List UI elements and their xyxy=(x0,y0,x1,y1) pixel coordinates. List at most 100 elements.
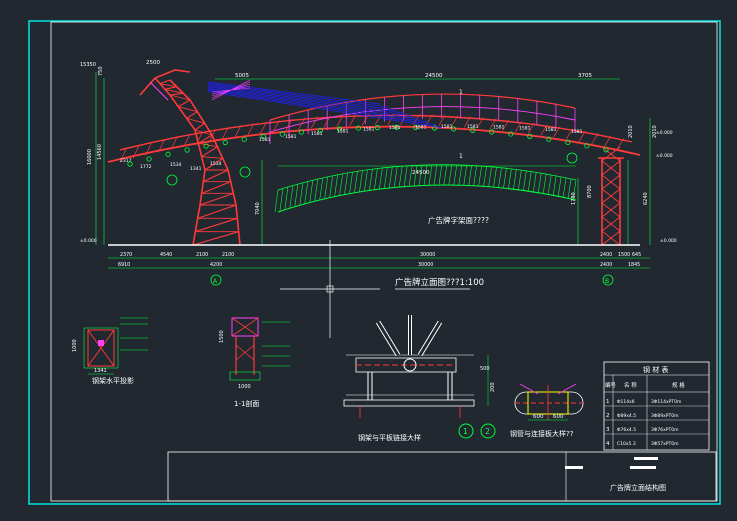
left-truss-web xyxy=(201,156,223,159)
hatch-stroke xyxy=(478,165,482,187)
hatch-stroke xyxy=(369,169,373,191)
joint-marker-2-text: 2 xyxy=(485,427,490,436)
left-truss-web xyxy=(197,204,237,219)
section-dim-1000: 1000 xyxy=(238,384,251,390)
hatch-stroke xyxy=(438,164,443,186)
left-truss-web xyxy=(164,86,177,90)
arc-web xyxy=(310,116,318,129)
arc-web xyxy=(616,138,624,150)
arc-web xyxy=(553,126,561,138)
left-truss-web xyxy=(204,157,223,171)
arc-web xyxy=(132,144,140,159)
arc-node xyxy=(603,147,609,153)
dim-text-750: 750 xyxy=(98,66,104,76)
arc-node xyxy=(184,147,190,153)
arc-web xyxy=(540,124,548,136)
hatch-stroke xyxy=(528,171,532,192)
main-elevation-title: 广告牌立面图???1:100 xyxy=(395,277,484,288)
joint-marker-1-text: 1 xyxy=(463,427,468,436)
main-arc-upper xyxy=(119,114,633,151)
dim-text-16000: 16000 xyxy=(87,149,93,165)
dim-segment-8: 1581 xyxy=(467,124,479,130)
arc-web xyxy=(604,135,612,147)
hatch-stroke xyxy=(498,167,502,188)
dim-text-6240: 6240 xyxy=(643,192,649,205)
hatch-stroke xyxy=(513,169,517,190)
arc-node xyxy=(260,133,266,140)
cable-line xyxy=(207,87,421,120)
arc-web xyxy=(489,118,497,130)
cable-tie xyxy=(211,79,251,101)
hatch-stroke xyxy=(453,164,458,186)
hatch-stroke xyxy=(408,165,413,187)
left-truss-web xyxy=(169,94,191,101)
left-truss-chord-outer xyxy=(154,77,206,246)
detail-plan-label: 钢架水平投影 xyxy=(92,376,134,385)
materials-row-spec: 3Φ76xPT0m xyxy=(651,427,679,433)
dim-bottom1-4: 30000 xyxy=(420,252,435,258)
dim-text-8700: 8700 xyxy=(587,185,593,198)
materials-row-name: Φ114x6 xyxy=(617,399,635,405)
arc-node xyxy=(527,133,533,139)
arc-node xyxy=(565,139,571,145)
materials-header-name: 名 称 xyxy=(624,381,637,389)
materials-row-no: 3 xyxy=(606,427,610,433)
dim-segment-11: 1581 xyxy=(545,127,557,133)
right-truss-web xyxy=(601,202,621,218)
hatch-stroke xyxy=(354,171,358,193)
arc-node xyxy=(146,156,152,162)
detail-plan-view: 1000 1341 钢架水平投影 xyxy=(72,317,148,385)
hatch-stroke xyxy=(443,164,448,186)
hatch-stroke xyxy=(329,176,333,198)
arc-node xyxy=(127,161,133,167)
dim-text-2010b: 2010 xyxy=(652,125,658,138)
dim-text-2010: 2010 xyxy=(628,125,634,138)
hatch-stroke xyxy=(488,166,492,187)
arc-web xyxy=(502,119,510,131)
arc-web xyxy=(234,125,242,138)
level-left: ±0.000 xyxy=(80,238,97,244)
hatch-stroke xyxy=(344,173,348,195)
hatch-stroke xyxy=(413,165,418,187)
hatch-stroke xyxy=(334,175,338,197)
hatch-stroke xyxy=(299,183,304,205)
left-truss-web xyxy=(164,88,184,94)
dim-segment-3: 1581 xyxy=(337,129,349,135)
left-truss-brace xyxy=(149,81,169,101)
dim-text-14560: 14560 xyxy=(97,144,103,160)
hatch-stroke xyxy=(349,172,353,194)
arc-node xyxy=(355,125,362,131)
materials-row-spec: 3Φ89xPT0m xyxy=(651,413,679,419)
cursor-crosshair xyxy=(280,240,380,338)
right-truss-column xyxy=(598,146,624,246)
detail-joint: 200 500 钢架与平板链接大样 1 2 xyxy=(343,315,496,442)
dim-left-arm-1: 1772 xyxy=(140,164,152,170)
dim-bottom1-6: 1500 xyxy=(618,252,630,258)
dim-left-arm-4: 1534 xyxy=(210,161,222,167)
arc-web xyxy=(119,148,127,163)
main-arc-lower xyxy=(107,125,641,163)
arc-web xyxy=(221,126,229,140)
left-truss-web xyxy=(169,92,184,96)
dim-text-24500-inner: 24500 xyxy=(412,170,430,176)
arc-node xyxy=(336,126,343,132)
joint-marker-1 xyxy=(458,423,474,439)
dim-left-arm-3: 1341 xyxy=(190,166,202,172)
left-truss-web xyxy=(194,122,205,131)
arc-web xyxy=(183,133,191,147)
arc-web xyxy=(349,114,357,126)
hatch-top xyxy=(277,184,577,213)
dim-segment-4: 1581 xyxy=(363,127,375,133)
left-truss-web xyxy=(178,106,198,113)
arc-web xyxy=(591,133,599,145)
detail-pipe: 600 600 钢管与连接板大样?? xyxy=(510,383,584,438)
dim-bottom1-5: 2400 xyxy=(600,252,612,258)
arc-web xyxy=(285,118,293,131)
arc-web xyxy=(157,139,165,153)
dim-bottom1-7: 645 xyxy=(632,252,641,258)
left-truss-web xyxy=(192,231,239,246)
left-truss-web xyxy=(203,169,229,183)
panel-top-arc xyxy=(269,93,576,121)
arc-web xyxy=(247,123,255,136)
